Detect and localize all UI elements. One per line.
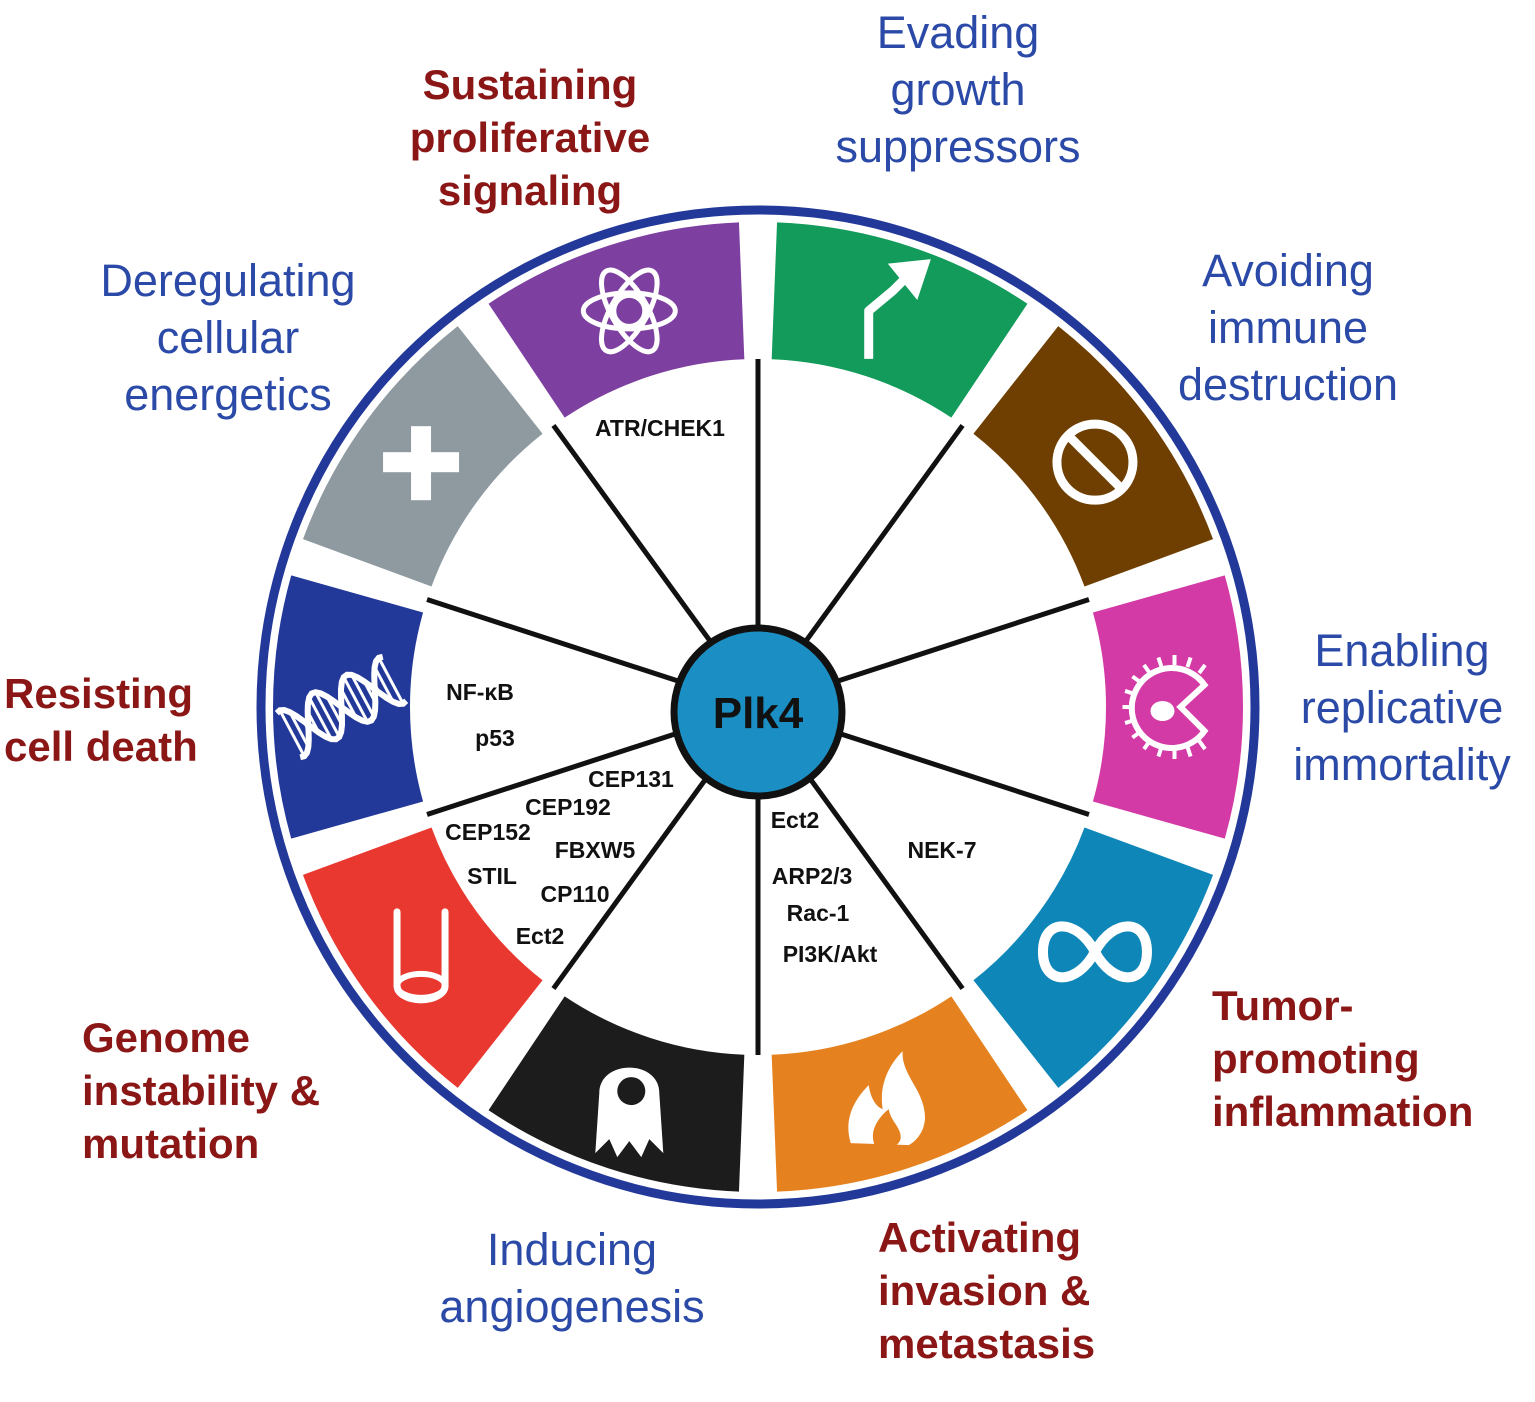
spoke-line [426, 597, 683, 685]
hallmark-label-line: Inducing [487, 1224, 657, 1275]
spoke-line [551, 423, 713, 644]
spoke-line [833, 597, 1090, 685]
hallmark-label-line: Genome [82, 1014, 250, 1061]
hallmark-label-growth-suppressors: Evading growth suppressors [835, 7, 1080, 172]
cross-icon [383, 426, 460, 501]
sector-proliferative[interactable] [771, 222, 1028, 418]
spoke-line [803, 423, 965, 644]
gene-label: STIL [467, 863, 517, 889]
hallmark-label-line: Enabling [1314, 625, 1489, 676]
hallmark-label-line: invasion & [878, 1267, 1090, 1314]
hallmark-label-proliferative: Sustaining proliferative signaling [410, 61, 650, 214]
hallmark-label-line: Tumor- [1212, 982, 1354, 1029]
prohibition-icon [1052, 419, 1138, 505]
hallmark-label-line: Deregulating [100, 255, 355, 306]
hallmark-label-line: inflammation [1212, 1088, 1473, 1135]
spoke-line [551, 770, 713, 991]
gene-label: Ect2 [771, 807, 820, 833]
hallmark-label-line: Evading [877, 7, 1040, 58]
hallmark-label-line: immortality [1293, 739, 1511, 790]
gene-label: Ect2 [516, 923, 565, 949]
atom-icon [580, 267, 678, 355]
spokes [426, 359, 1090, 1055]
hallmark-label-line: metastasis [878, 1320, 1095, 1367]
hallmark-label-line: destruction [1178, 359, 1398, 410]
outer-ring [256, 205, 1260, 1209]
sector-genome-instability[interactable] [273, 575, 424, 839]
hallmark-label-invasion: Activating invasion & metastasis [878, 1214, 1095, 1367]
hallmark-label-line: cell death [4, 723, 198, 770]
hallmark-label-immune-destruction: Avoiding immune destruction [1178, 245, 1398, 410]
migrating-cell-icon [595, 1067, 664, 1158]
hallmark-label-line: Activating [878, 1214, 1081, 1261]
hallmark-label-line: mutation [82, 1120, 259, 1167]
hallmark-labels: Sustaining proliferative signaling Evading g… [4, 7, 1511, 1367]
hallmark-label-angiogenesis: Inducing angiogenesis [439, 1224, 704, 1332]
hallmark-label-genome-instability: Genome instability & mutation [82, 1014, 320, 1167]
spoke-line [426, 729, 683, 817]
hallmark-label-cell-death: Resisting cell death [4, 670, 198, 770]
infinity-icon [1037, 921, 1152, 983]
gene-label: NF-κB [446, 679, 514, 705]
spoke-line [803, 770, 965, 991]
gene-label: ARP2/3 [772, 863, 853, 889]
hallmark-label-line: growth [890, 64, 1025, 115]
gene-label: CEP131 [588, 766, 674, 792]
hallmark-label-line: promoting [1212, 1035, 1420, 1082]
bent-arrow-icon [864, 259, 931, 359]
hallmark-label-line: suppressors [835, 121, 1080, 172]
pac-cell-icon [1122, 655, 1209, 759]
vessel-icon [393, 908, 449, 1004]
gene-label: p53 [475, 725, 515, 751]
hallmark-label-line: cellular [157, 312, 300, 363]
gene-label: FBXW5 [555, 837, 636, 863]
flame-icon [848, 1051, 925, 1148]
plk4-label: Plk4 [713, 689, 804, 738]
sector-angiogenesis[interactable] [302, 827, 543, 1088]
hallmark-label-line: Resisting [4, 670, 193, 717]
hallmark-label-line: replicative [1301, 682, 1504, 733]
gene-label: CEP152 [445, 819, 531, 845]
hallmark-label-line: instability & [82, 1067, 320, 1114]
hallmark-label-line: proliferative [410, 114, 650, 161]
hallmark-label-line: signaling [438, 167, 622, 214]
hallmark-label-inflammation: Tumor-promoting inflammation [1212, 982, 1473, 1135]
gene-label: PI3K/Akt [783, 941, 878, 967]
gene-label: CEP192 [525, 794, 611, 820]
hallmark-label-energetics: Deregulating cellular energetics [100, 255, 355, 420]
gene-label: ATR/CHEK1 [595, 415, 725, 441]
hallmark-label-immortality: Enabling replicative immortality [1293, 625, 1511, 790]
gene-label: NEK-7 [907, 837, 976, 863]
spoke-line [833, 729, 1090, 817]
plk4-circle[interactable] [670, 624, 846, 800]
hallmark-label-line: energetics [124, 369, 332, 420]
sector-icons [274, 259, 1209, 1158]
dna-icon [274, 653, 409, 761]
plk4-node[interactable]: Plk4 [670, 624, 846, 800]
gene-label: Rac-1 [787, 900, 850, 926]
gene-label: CP110 [540, 881, 609, 907]
hallmark-label-line: Sustaining [423, 61, 638, 108]
hallmark-label-line: Avoiding [1202, 245, 1374, 296]
hallmark-label-line: immune [1208, 302, 1368, 353]
hallmark-label-line: angiogenesis [439, 1281, 704, 1332]
